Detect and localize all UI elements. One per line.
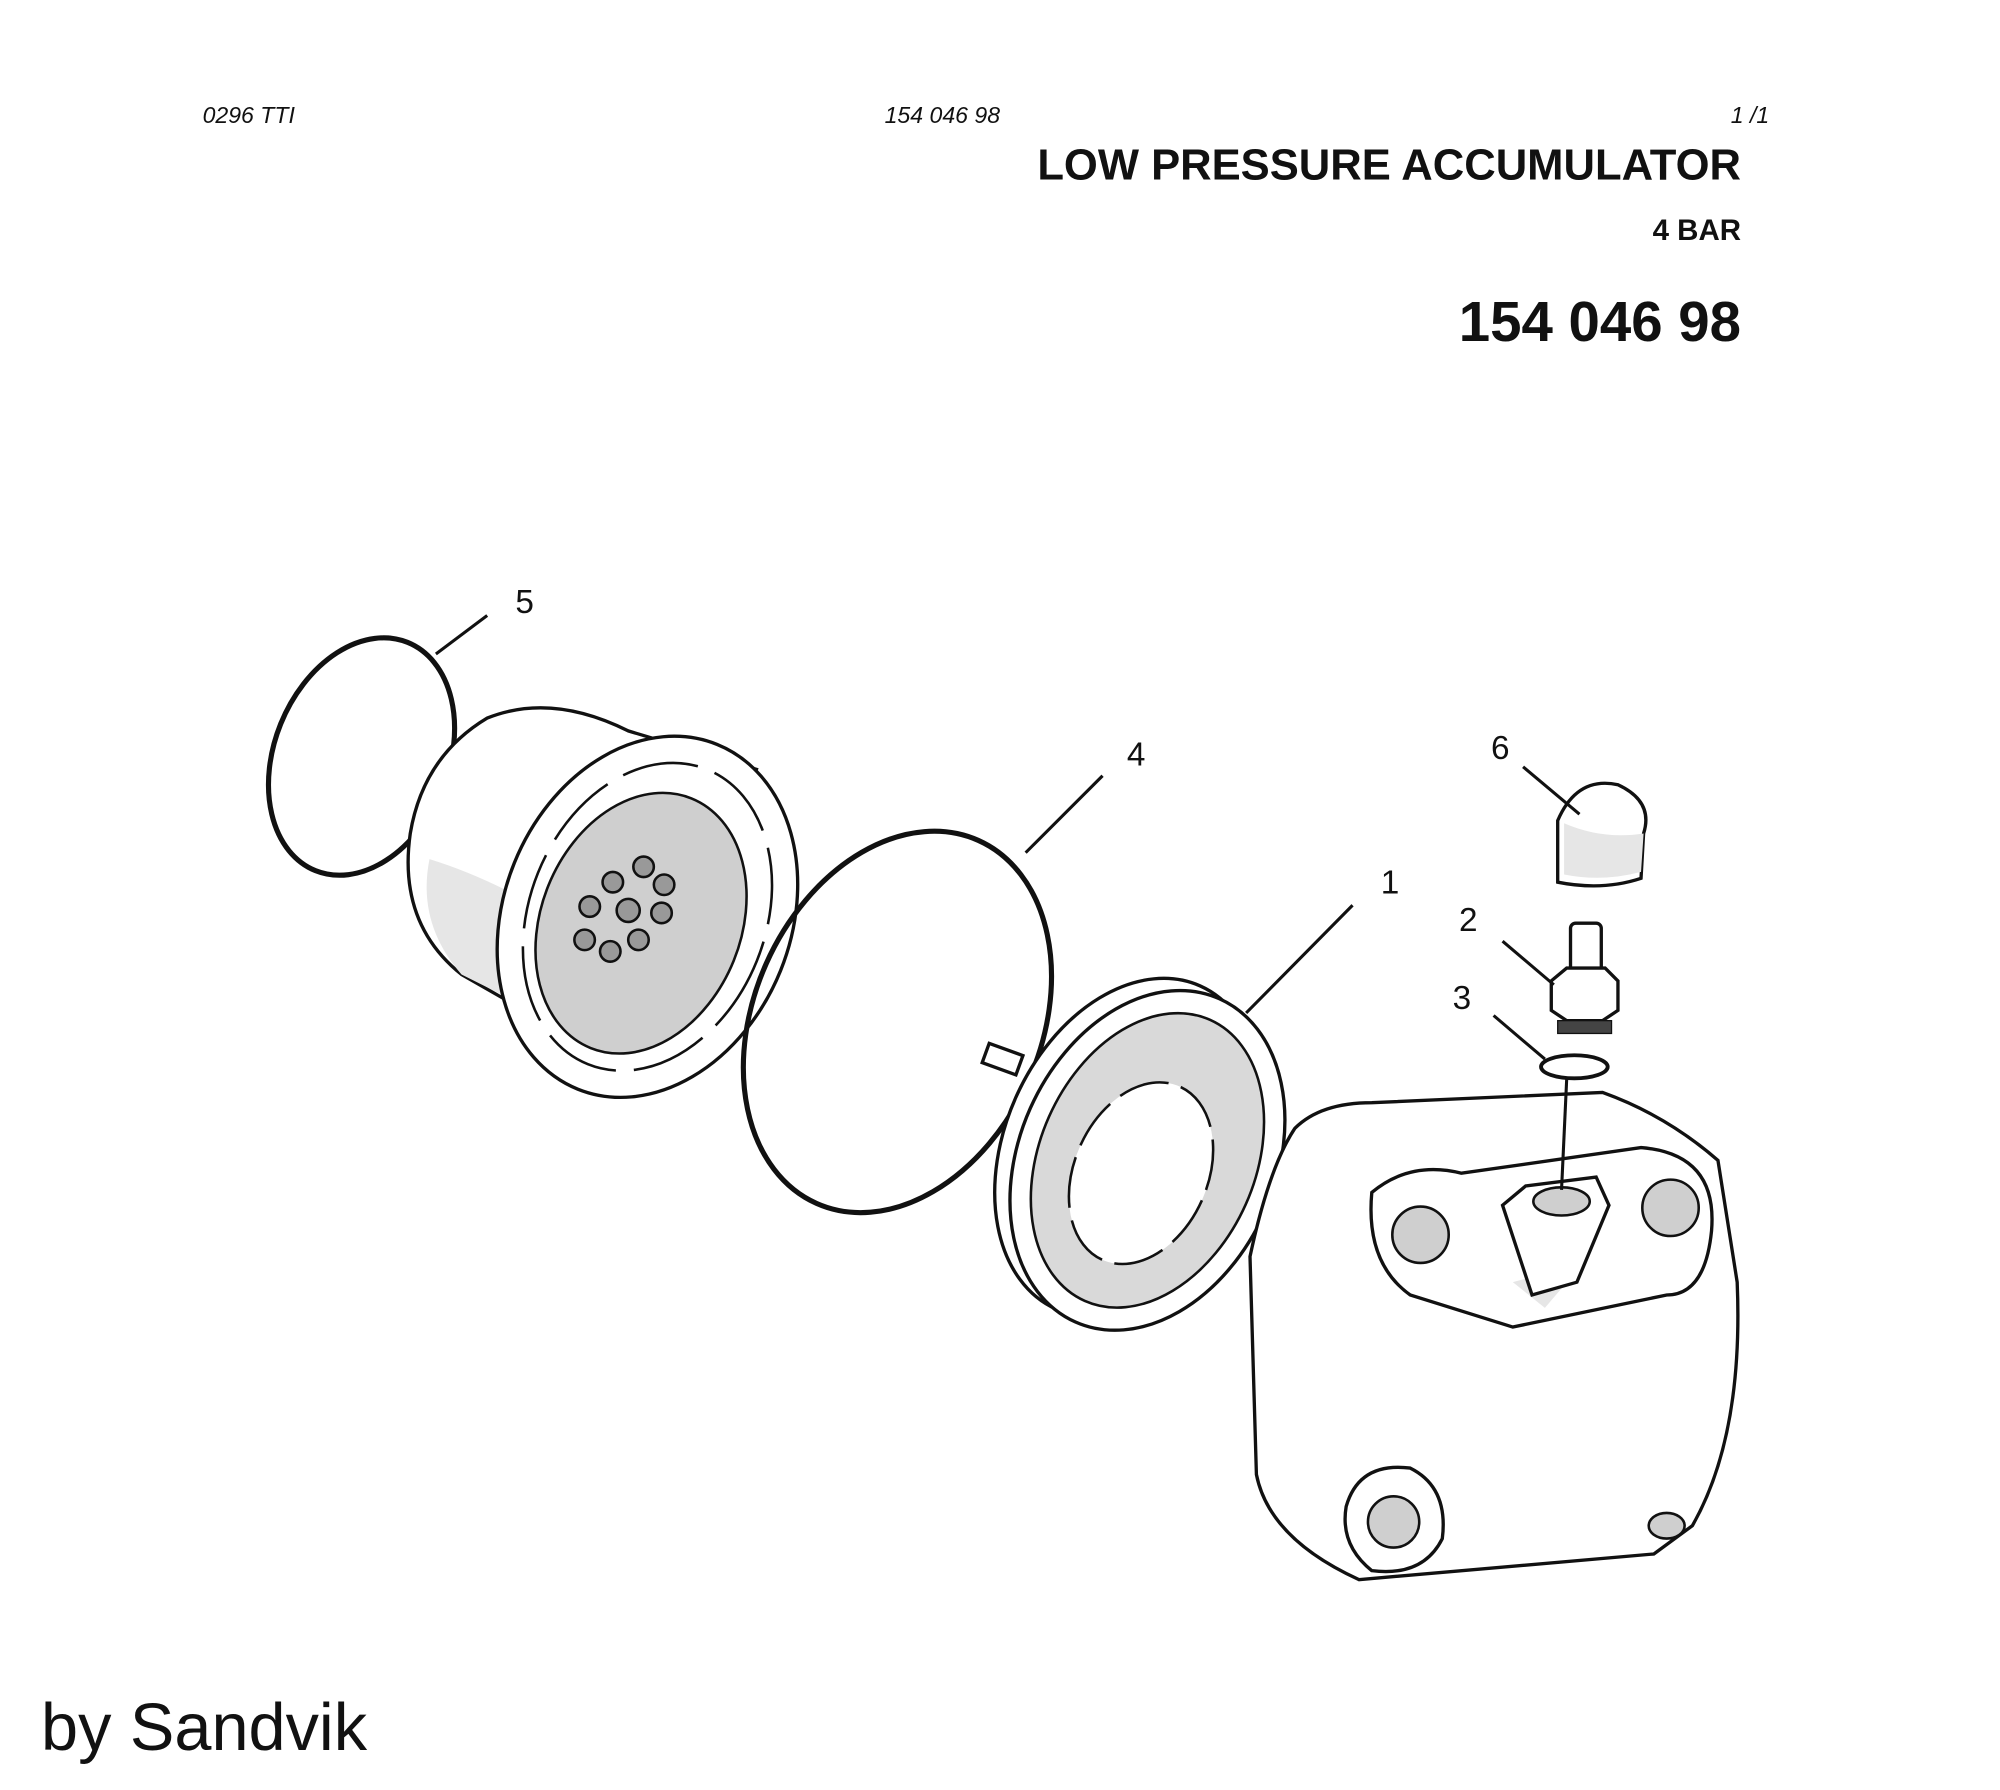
accumulator-housing [1248,1090,1740,1582]
part-number: 154 046 98 [1459,290,1741,353]
assembly-axis-line [1560,1079,1569,1190]
callout-leaders [434,614,1581,1061]
callout-1: 1 [1381,865,1400,902]
part-ref: 154 046 98 [885,102,1001,128]
piston [980,976,1287,1332]
diagram-title: LOW PRESSURE ACCUMULATOR [1037,142,1741,190]
diagram-subtitle: 4 BAR [1653,214,1741,247]
callout-3: 3 [1453,980,1472,1017]
sealing-washer [1539,1053,1610,1081]
callout-4: 4 [1127,737,1146,774]
protective-cap [1556,781,1648,888]
callout-2: 2 [1459,902,1478,939]
callout-6: 6 [1491,730,1510,767]
check-valve [1549,921,1620,1035]
page-number: 1 /1 [1731,102,1769,128]
callout-5: 5 [515,584,534,621]
doc-code: 0296 TTI [203,102,296,128]
accumulator-cap [406,706,800,1100]
footer-credit: by Sandvik [41,1691,368,1765]
